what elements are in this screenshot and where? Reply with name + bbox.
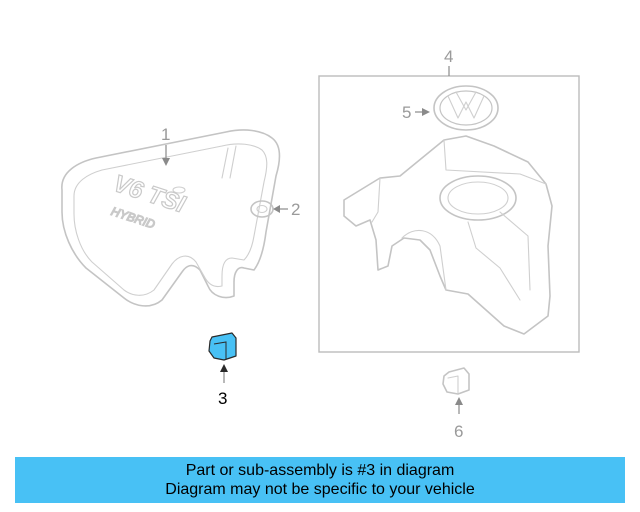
- callout-5[interactable]: 5: [402, 103, 411, 122]
- callout-6[interactable]: 6: [454, 422, 463, 441]
- callout-1[interactable]: 1: [161, 125, 170, 144]
- callout-3[interactable]: 3: [218, 389, 227, 408]
- leader-arrow-3: [220, 364, 228, 372]
- banner-line-disclaimer: Diagram may not be specific to your vehi…: [165, 481, 475, 498]
- leader-arrow-1: [162, 158, 170, 166]
- info-banner: Part or sub-assembly is #3 in diagram Di…: [15, 457, 625, 503]
- vw-emblem-part-5[interactable]: [433, 85, 499, 131]
- leader-arrow-5: [422, 108, 430, 116]
- banner-line-part-number: Part or sub-assembly is #3 in diagram: [185, 462, 455, 479]
- leader-arrow-2: [273, 205, 280, 213]
- leader-arrow-6: [455, 397, 463, 405]
- engine-cover-part-1[interactable]: V6 TSI HYBRID: [61, 129, 281, 307]
- clip-part-6[interactable]: [442, 367, 470, 395]
- engine-cover-part-4[interactable]: [343, 135, 553, 335]
- subassembly-frame-4: [318, 75, 580, 353]
- callout-4[interactable]: 4: [444, 47, 453, 66]
- clip-part-3[interactable]: [208, 332, 237, 361]
- callout-2[interactable]: 2: [291, 200, 300, 219]
